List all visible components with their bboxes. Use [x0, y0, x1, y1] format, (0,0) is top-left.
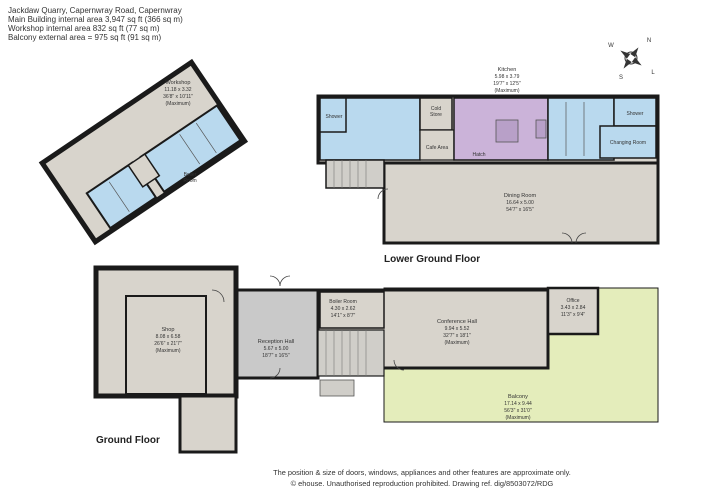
balcony-imperial: 56'3" x 31'0": [504, 408, 532, 414]
compass-s: S: [619, 75, 623, 81]
kitchen-island: [495, 119, 519, 143]
lower-ground-floor: [316, 94, 660, 245]
conference-note: (Maximum): [445, 340, 470, 346]
boiler-room-metric: 4.30 x 2.62: [331, 306, 356, 312]
ground-floor-label: Ground Floor: [96, 435, 160, 446]
workshop-boiler: [127, 153, 161, 188]
left-shower-room: [319, 97, 347, 133]
workshop-area-line: Workshop internal area 832 sq ft (77 sq …: [8, 24, 160, 33]
workshop-building: [38, 58, 249, 246]
main-area-line: Main Building internal area 3,947 sq ft …: [8, 15, 183, 24]
dining-imperial: 54'7" x 16'5": [506, 207, 534, 213]
balcony-metric: 17.14 x 9.44: [504, 401, 532, 407]
lower-floor-label: Lower Ground Floor: [384, 254, 480, 265]
kitchen-counter: [535, 119, 547, 139]
changing-room-label: Changing Room: [610, 140, 646, 146]
workshop-note: (Maximum): [166, 101, 191, 107]
compass-w: W: [608, 43, 614, 49]
kitchen-metric: 5.98 x 3.79: [495, 74, 520, 80]
shower-left-label: Shower: [326, 114, 343, 120]
boiler-room-imperial: 14'1" x 8'7": [331, 313, 356, 319]
boiler-room: [319, 291, 385, 329]
reception-hall: [232, 288, 320, 380]
compass-n: N: [647, 38, 651, 44]
changing-room: [599, 125, 657, 159]
reception-metric: 5.67 x 5.00: [264, 346, 289, 352]
workshop-boiler-label-2: Room: [183, 178, 196, 184]
cafe-area-label: Cafe Area: [426, 145, 448, 151]
conference-metric: 9.94 x 5.52: [445, 326, 470, 332]
dining-name: Dining Room: [504, 193, 537, 199]
ground-floor: [93, 265, 659, 454]
shop-annex: [178, 394, 238, 454]
kitchen-imperial: 19'7" x 12'5": [493, 81, 521, 87]
kitchen-note: (Maximum): [495, 88, 520, 94]
conference-imperial: 32'7" x 18'1": [443, 333, 471, 339]
shop-inner: [125, 295, 207, 395]
conference-name: Conference Hall: [437, 319, 477, 325]
cold-store: [419, 97, 453, 131]
balcony-name: Balcony: [508, 394, 528, 400]
compass-icon: W N S L: [608, 38, 655, 81]
shop-metric: 8.08 x 6.58: [156, 334, 181, 340]
external-steps: [319, 379, 355, 397]
header-info: Jackdaw Quarry, Capernwray Road, Capernw…: [8, 6, 183, 42]
cold-store-label: Cold: [431, 106, 442, 112]
address-line: Jackdaw Quarry, Capernwray Road, Capernw…: [8, 6, 182, 15]
dining-metric: 16.64 x 5.00: [506, 200, 534, 206]
footer-copyright: © ehouse. Unauthorised reproduction proh…: [290, 479, 554, 488]
workshop-imperial: 36'8" x 10'11": [163, 94, 193, 100]
dining-room-area: [382, 161, 660, 245]
workshop-boiler-label: Boiler: [184, 172, 197, 178]
shower-right-label: Shower: [627, 111, 644, 117]
workshop-name: Workshop: [165, 80, 190, 86]
footer-disclaimer: The position & size of doors, windows, a…: [273, 468, 571, 477]
office-imperial: 11'3" x 9'4": [561, 312, 585, 318]
reception-imperial: 18'7" x 16'5": [262, 353, 290, 359]
compass-l: L: [651, 70, 655, 76]
lower-stairs: [325, 159, 385, 189]
office: [546, 286, 600, 336]
hatch-label: Hatch: [472, 152, 485, 158]
balcony-note: (Maximum): [506, 415, 531, 421]
shop-imperial: 26'6" x 21'7": [154, 341, 182, 347]
kitchen-name: Kitchen: [498, 67, 517, 73]
ground-stairs: [317, 329, 385, 377]
reception-name: Reception Hall: [258, 339, 294, 345]
shop-note: (Maximum): [156, 348, 181, 354]
balcony-area-line: Balcony external area = 975 sq ft (91 sq…: [8, 33, 162, 42]
office-name: Office: [567, 298, 580, 304]
door-swings: [211, 188, 587, 379]
office-metric: 3.43 x 2.84: [561, 305, 586, 311]
workshop-metric: 11.18 x 3.32: [164, 87, 191, 93]
cold-store-label-2: Store: [430, 112, 442, 118]
cafe-area: [419, 129, 455, 161]
shop-name: Shop: [161, 327, 174, 333]
boiler-room-name: Boiler Room: [329, 299, 357, 305]
